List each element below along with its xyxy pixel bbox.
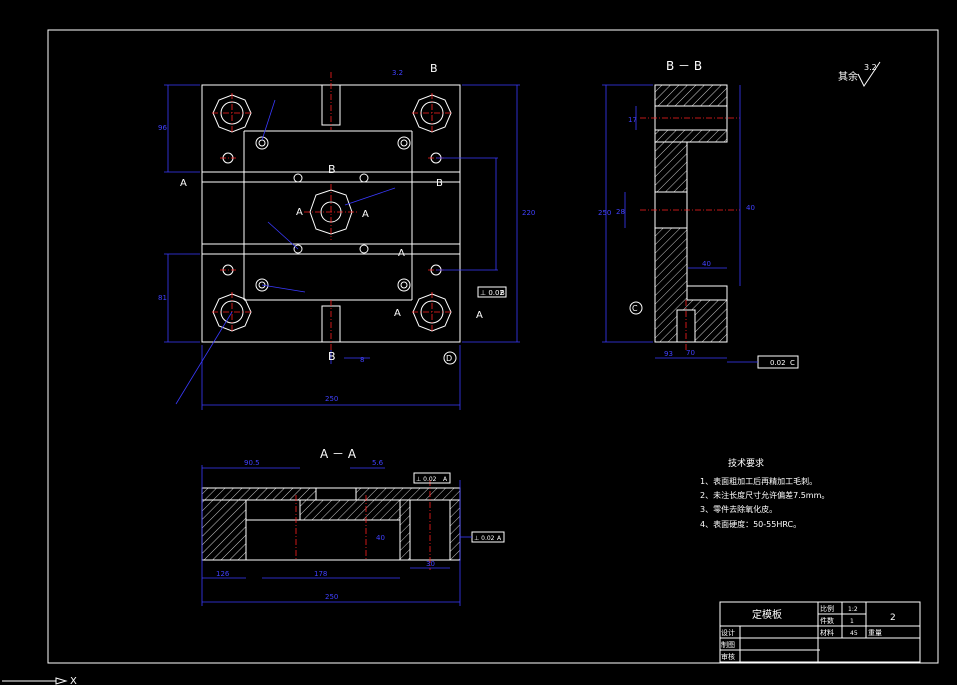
tech-item-2: 2、未注长度尺寸允许偏差7.5mm。 bbox=[700, 490, 829, 500]
title-weight-label: 重量 bbox=[868, 629, 882, 637]
top-view-label-b-right: B bbox=[436, 178, 443, 189]
dim-aa-30: 30 bbox=[426, 560, 435, 568]
tol-left-ref: B bbox=[500, 289, 505, 297]
dim-bb-28: 28 bbox=[616, 208, 625, 216]
dim-bb-40: 40 bbox=[746, 204, 755, 212]
tol-aa2-ref: A bbox=[497, 535, 502, 542]
top-view-label-a-west: A bbox=[180, 178, 187, 189]
top-roughness: 3.2 bbox=[392, 69, 403, 77]
tol-frame-left bbox=[477, 286, 507, 298]
top-view-label-a-east: A bbox=[476, 310, 483, 321]
tech-item-4: 4、表面硬度：50-55HRC。 bbox=[700, 519, 801, 529]
roughness-symbol bbox=[857, 61, 881, 87]
dim-bb-93: 93 bbox=[664, 350, 673, 358]
tech-item-3: 3、零件去除氧化皮。 bbox=[700, 504, 777, 514]
tech-requirements: 技术要求 1、表面粗加工后再精加工毛刺。 2、未注长度尺寸允许偏差7.5mm。 … bbox=[700, 457, 829, 529]
dim-220-top-view: 220 bbox=[522, 209, 535, 217]
dim-aa-56: 5.6 bbox=[372, 459, 384, 467]
datum-c-label: C bbox=[632, 304, 638, 313]
dim-aa-40: 40 bbox=[376, 534, 385, 542]
dim-81: 81 bbox=[158, 294, 167, 302]
outer-frame bbox=[47, 29, 939, 664]
dim-aa-90: 90.5 bbox=[244, 459, 260, 467]
dim-aa-250: 250 bbox=[325, 593, 338, 601]
title-design-label: 设计 bbox=[721, 628, 735, 637]
tech-title: 技术要求 bbox=[728, 457, 764, 469]
tol-frame-aa1 bbox=[413, 472, 451, 484]
top-view-label-b-ne: B bbox=[430, 62, 438, 75]
section-bb bbox=[602, 84, 741, 359]
roughness-note: 其余 bbox=[838, 70, 858, 83]
datum-d-label: D bbox=[446, 354, 452, 363]
title-count-label: 件数 bbox=[820, 616, 834, 625]
datum-d-circle bbox=[443, 351, 457, 365]
section-aa-title: A － A bbox=[320, 447, 357, 461]
dim-8: 8 bbox=[360, 356, 364, 364]
section-aa bbox=[201, 465, 461, 606]
title-scale-value: 1:2 bbox=[848, 606, 858, 613]
tech-item-1: 1、表面粗加工后再精加工毛刺。 bbox=[700, 476, 817, 486]
dim-bb-40b: 40 bbox=[702, 260, 711, 268]
title-part-name: 定模板 bbox=[752, 608, 782, 621]
top-view-label-a-right: A bbox=[362, 209, 369, 220]
tol-aa1-ref: A bbox=[443, 476, 448, 483]
title-count-value: 1 bbox=[850, 618, 854, 625]
tol-bb-value: 0.02 bbox=[770, 359, 786, 367]
title-draw-label: 制图 bbox=[721, 640, 735, 649]
title-sheet-no: 2 bbox=[890, 613, 896, 623]
section-bb-title: B － B bbox=[666, 59, 702, 73]
datum-c-circle bbox=[629, 301, 643, 315]
top-view-label-b-top: B bbox=[328, 163, 336, 176]
top-view-label-a-mid: A bbox=[398, 248, 405, 259]
top-view-label-a-left: A bbox=[296, 207, 303, 218]
tol-aa2-text: ⊥ 0.02 bbox=[474, 535, 495, 542]
title-check-label: 审核 bbox=[721, 652, 735, 661]
title-block bbox=[719, 601, 921, 663]
top-view-label-b-bottom: B bbox=[328, 350, 336, 363]
ucs-x-label: X bbox=[70, 676, 77, 685]
title-scale-label: 比例 bbox=[820, 604, 834, 613]
top-view-label-a-bottomright: A bbox=[394, 308, 401, 319]
dim-aa-178: 178 bbox=[314, 570, 327, 578]
dim-bb-70: 70 bbox=[686, 349, 695, 357]
tol-left-text: ⊥ 0.02 bbox=[480, 289, 504, 297]
tol-aa1-text: ⊥ 0.02 bbox=[416, 476, 437, 483]
tol-bb-ref: C bbox=[790, 359, 795, 367]
ucs-icon bbox=[2, 677, 68, 685]
title-material-label: 材料 bbox=[820, 628, 834, 637]
dim-bb-17: 17 bbox=[628, 116, 637, 124]
dim-96: 96 bbox=[158, 124, 167, 132]
dim-250-top-view: 250 bbox=[325, 395, 338, 403]
roughness-value: 3.2 bbox=[864, 63, 877, 72]
dim-aa-126: 126 bbox=[216, 570, 230, 578]
top-view bbox=[164, 72, 520, 410]
title-material-value: 45 bbox=[850, 630, 858, 637]
dim-bb-250: 250 bbox=[598, 209, 611, 217]
